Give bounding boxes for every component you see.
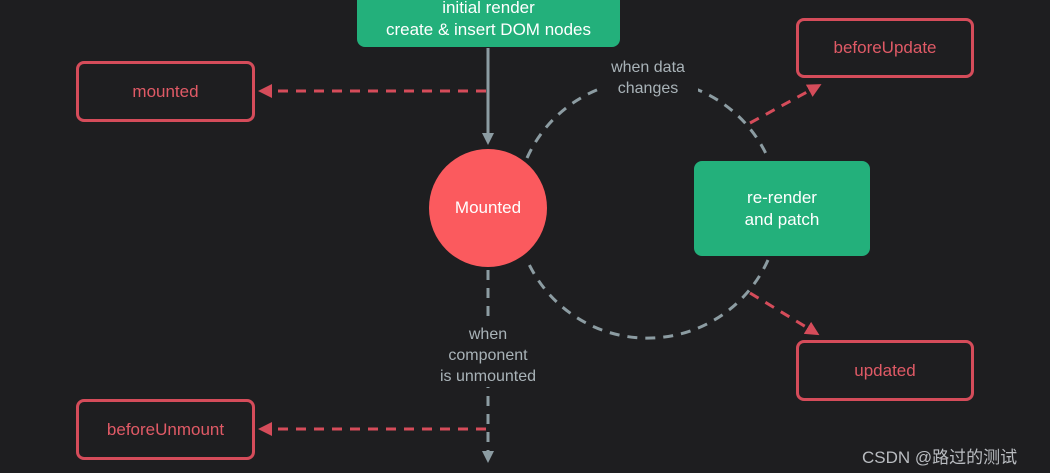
when-unmounted-line3: is unmounted — [439, 368, 537, 385]
watermark: CSDN @路过的测试 — [862, 443, 1017, 468]
re-render-line2: and patch — [744, 209, 820, 229]
mounted-hook: mounted — [76, 61, 255, 122]
mounted-state-node: Mounted — [429, 149, 547, 267]
updated-hook-arrow — [749, 291, 820, 336]
updated-hook: updated — [796, 340, 974, 401]
re-render-line1: re-render — [747, 187, 817, 207]
when-data-changes-line1: when data — [611, 59, 685, 76]
when-unmounted-line1: when — [468, 326, 508, 343]
before-update-hook: beforeUpdate — [796, 18, 974, 78]
watermark-text: CSDN @路过的测试 — [862, 448, 1018, 467]
when-unmounted-note: when component is unmounted — [420, 324, 556, 387]
updated-hook-label: updated — [854, 360, 916, 380]
before-unmount-hook: beforeUnmount — [76, 399, 255, 460]
before-update-hook-arrow — [749, 84, 822, 125]
before-update-hook-label: beforeUpdate — [833, 38, 937, 57]
when-data-changes-line2: changes — [617, 80, 679, 97]
before-unmount-hook-label: beforeUnmount — [106, 419, 225, 439]
when-unmounted-line2: component — [448, 347, 528, 364]
mounted-state-label: Mounted — [454, 198, 522, 217]
when-data-changes-note: when data changes — [598, 57, 698, 99]
re-render-node: re-render and patch — [694, 161, 870, 256]
mounted-hook-label: mounted — [132, 81, 199, 101]
initial-render-node: initial render create & insert DOM nodes — [357, 0, 620, 47]
initial-render-line1: initial render — [442, 0, 535, 17]
initial-render-line2: create & insert DOM nodes — [385, 19, 592, 39]
update-loop-arc-bottom — [525, 259, 770, 340]
